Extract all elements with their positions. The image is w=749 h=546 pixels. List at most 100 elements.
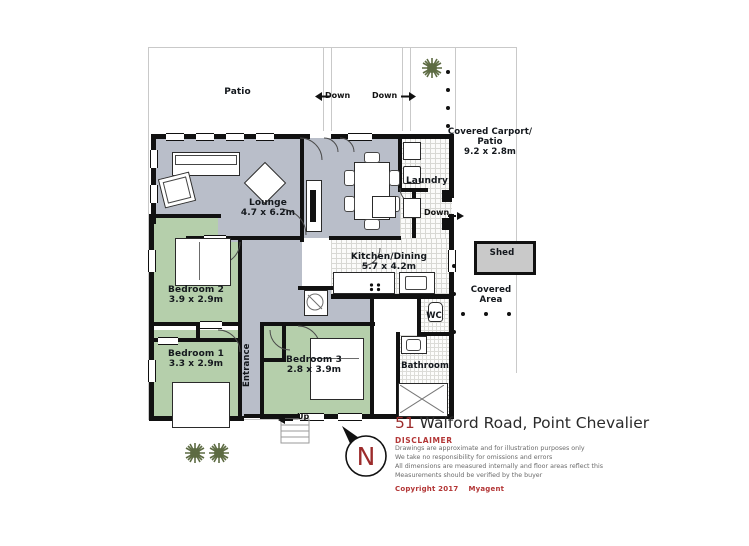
furniture-dining-chair-1 [344,170,355,186]
agent-name: Myagent [468,484,505,493]
window-lounge-w2 [150,185,158,203]
room-label-wc: WC [421,311,447,322]
wall-exterior-top-right [331,134,453,139]
boundary-vert-e [455,47,456,131]
tree-icon-front-2 [209,443,229,463]
furniture-washer [403,166,421,184]
bathroom-name: Bathroom [401,361,449,371]
room-label-laundry: Laundry [398,176,456,186]
wall-internal-kitchen-bottom [331,294,451,299]
room-label-covered-area: Covered Area [458,285,524,306]
compass-label: N [357,442,376,471]
boundary-vert-b [331,47,332,131]
carport-post-3 [446,106,450,110]
window-bed3-s2 [338,413,362,421]
covered-name-line2: Area [479,294,503,305]
tree-icon-front-1 [185,443,205,463]
address-street: Walford Road, Point Chevalier [414,414,650,432]
address-number: 51 [395,414,415,432]
disclaimer-line-1: Drawings are approximate and for illustr… [395,445,585,452]
stair-label-down-service: Down [424,208,450,217]
furniture-shower-circle [306,293,324,311]
furniture-bed-bedroom3 [310,338,364,400]
furniture-bed3-pillow [313,358,359,360]
room-label-patio: Patio [195,87,280,97]
window-bed1-closet [158,337,178,345]
furniture-vanity-basin [406,339,421,351]
window-bed3-s [300,413,324,421]
room-label-bedroom3: Bedroom 3 2.8 x 3.9m [270,355,358,376]
wall-internal-bed1-closet [196,322,200,340]
room-label-carport: Covered Carport/ Patio 9.2 x 2.8m [440,127,540,158]
wall-exterior-right-lower [449,298,454,418]
bedroom1-dims: 3.3 x 2.9m [168,359,224,370]
disclaimer-body: Drawings are approximate and for illustr… [395,445,695,481]
wall-internal-laundry-left [398,134,402,190]
stair-label-down-right: Down [372,91,398,100]
carport-post-2 [446,88,450,92]
disclaimer-line-4: Measurements should be verified by the b… [395,471,543,479]
boundary-vert-d [410,47,411,131]
site-boundary-top [148,47,478,48]
stair-label-down-left: Down [325,91,351,100]
room-label-lounge: Lounge 4.7 x 6.2m [222,198,314,219]
wc-name: WC [426,311,442,321]
bedroom3-dims: 2.8 x 3.9m [286,365,342,376]
wall-internal-hall-right [260,322,264,418]
site-boundary-right [516,47,517,373]
wall-internal-wc-left [417,296,421,336]
bedroom1-name: Bedroom 1 [168,349,224,359]
furniture-bathtub-cross [400,385,444,413]
furniture-wc-toilet [428,302,443,322]
window-bed1-w [148,360,156,382]
window-lounge-w1 [150,150,158,168]
wall-internal-bath-left [396,332,400,418]
carport-dims: 9.2 x 2.8m [464,146,516,157]
kitchen-post-3 [452,330,456,334]
wall-internal-hall-wc [370,296,374,326]
wall-internal-kitchen-top [329,236,401,240]
room-label-bedroom1: Bedroom 1 3.3 x 2.9m [152,349,240,370]
covered-post-1 [461,312,465,316]
wall-stair-stub-bottom [442,218,452,230]
furniture-dining-chair-5 [364,152,380,163]
disclaimer-line-2: We take no responsibility for omissions … [395,453,553,461]
window-dining-n [348,133,372,141]
window-lounge-n4 [256,133,274,141]
arrow-icon [315,92,330,101]
wall-internal-hall-left [238,322,242,418]
kitchen-dims: 5.7 x 4.2m [361,262,417,273]
window-lounge-n2 [196,133,214,141]
furniture-cooktop [368,277,382,292]
arrow-icon [278,416,293,424]
compass-north-icon: N [340,424,392,480]
arrow-icon [448,212,464,220]
carport-post-4 [446,124,450,128]
shed-block [474,241,536,275]
bedroom2-dims: 3.9 x 2.9m [168,295,224,306]
wall-internal-bed1-closet-b [149,338,242,342]
entrance-name: Entrance [242,343,252,387]
room-label-kitchen: Kitchen/Dining 5.7 x 4.2m [337,252,441,273]
furniture-tv [310,190,316,222]
room-fill-bath-area [372,300,400,418]
arrow-icon [401,92,416,101]
covered-post-3 [507,312,511,316]
lounge-name: Lounge [249,198,287,208]
carport-name-line1: Covered Carport/ [447,127,533,137]
window-lounge-n1 [166,133,184,141]
wall-internal-lounge-bottom [186,236,304,240]
room-label-shed: Shed [474,248,530,259]
wall-internal-bed3-closet [262,358,284,362]
window-kitchen-e [448,250,456,272]
covered-post-2 [484,312,488,316]
kitchen-post-2 [452,292,456,296]
furniture-bed-bedroom2 [175,238,231,286]
room-label-entrance: Entrance [242,330,257,400]
wall-internal-wc-bottom [417,332,453,336]
wall-stair-stub-top [442,190,452,202]
stair-marker-down-left [315,88,367,107]
furniture-laundry-counter [372,196,396,218]
